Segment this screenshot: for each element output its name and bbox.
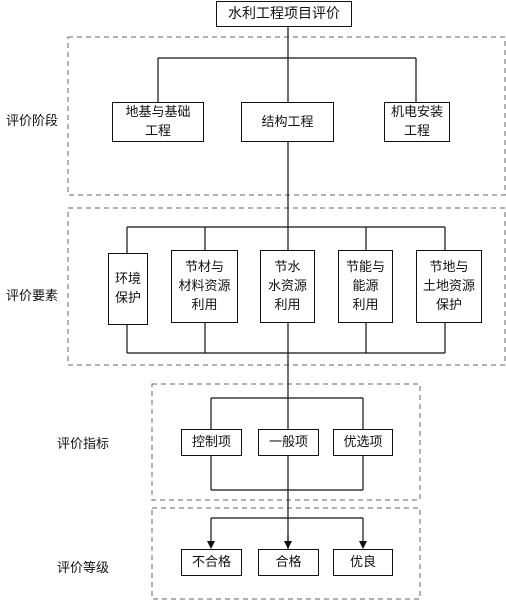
element-node-material: 节材与 材料资源 利用: [171, 250, 238, 323]
element-group-frame: [67, 207, 506, 366]
grade-node-pass: 合格: [258, 549, 319, 576]
grade-node-excellent: 优良: [333, 549, 393, 576]
row-label-grade: 评价等级: [57, 561, 110, 576]
element-node-land: 节地与 土地资源 保护: [416, 250, 482, 323]
row-label-element: 评价要素: [6, 289, 59, 304]
stage-group-frame: [67, 36, 506, 196]
indicator-node-general: 一般项: [258, 429, 319, 456]
row-label-stage: 评价阶段: [6, 114, 59, 129]
indicator-group-frame: [151, 383, 421, 501]
element-node-energy: 节能与 能源 利用: [338, 250, 393, 323]
grade-node-fail: 不合格: [181, 549, 242, 576]
element-node-water: 节水 水资源 利用: [260, 250, 315, 323]
indicator-node-preferred: 优选项: [333, 429, 393, 456]
stage-node-foundation: 地基与基础 工程: [112, 102, 204, 142]
title-box: 水利工程项目评价: [216, 1, 352, 27]
element-node-environment: 环境 保护: [108, 253, 148, 325]
indicator-node-control: 控制项: [181, 429, 242, 456]
stage-node-structure: 结构工程: [241, 102, 334, 142]
stage-node-electromechanical: 机电安装 工程: [384, 102, 450, 142]
row-label-indicator: 评价指标: [57, 437, 110, 452]
